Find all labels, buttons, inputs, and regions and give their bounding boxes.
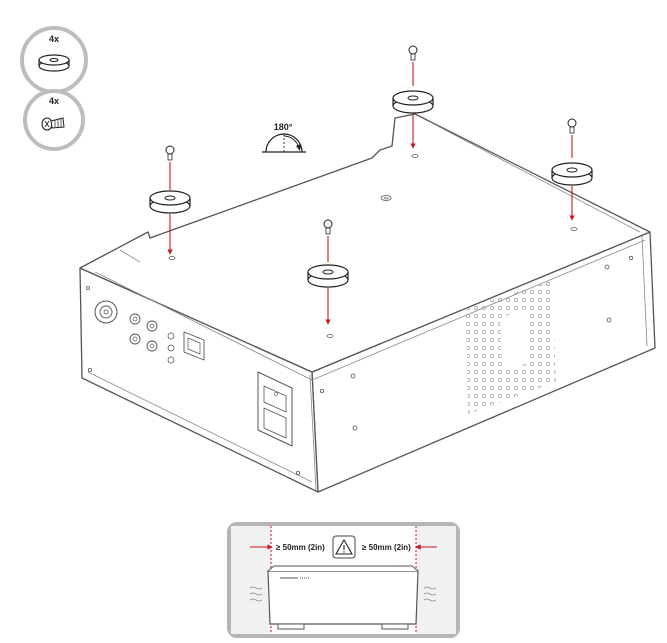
feet-quantity-label: 4x (49, 34, 59, 44)
screws-quantity-badge: 4x (23, 89, 85, 151)
rotation-indicator: 180° (262, 122, 306, 153)
screws-quantity-label: 4x (49, 96, 59, 106)
rubber-foot-icon (38, 54, 70, 72)
screw-icon (41, 117, 65, 131)
foot-assembly-rear-right (551, 118, 593, 231)
foot-assembly-front-center (307, 219, 349, 338)
airflow-left-icon (249, 586, 263, 602)
airflow-right-icon (423, 586, 437, 602)
clearance-right-label: ≥ 50mm (2in) (362, 543, 411, 552)
device-front-view (267, 565, 419, 630)
rotate-icon (262, 133, 306, 153)
feet-quantity-badge: 4x (20, 26, 88, 94)
warning-triangle-icon (332, 535, 356, 559)
device-body (79, 113, 656, 493)
clearance-left-label: ≥ 50mm (2in) (276, 543, 325, 552)
foot-assembly-front-left (149, 145, 191, 260)
rotation-label: 180° (274, 122, 293, 132)
foot-assembly-rear-left (392, 45, 434, 158)
clearance-panel: ≥ 50mm (2in) ≥ 50mm (2in) (227, 522, 460, 638)
